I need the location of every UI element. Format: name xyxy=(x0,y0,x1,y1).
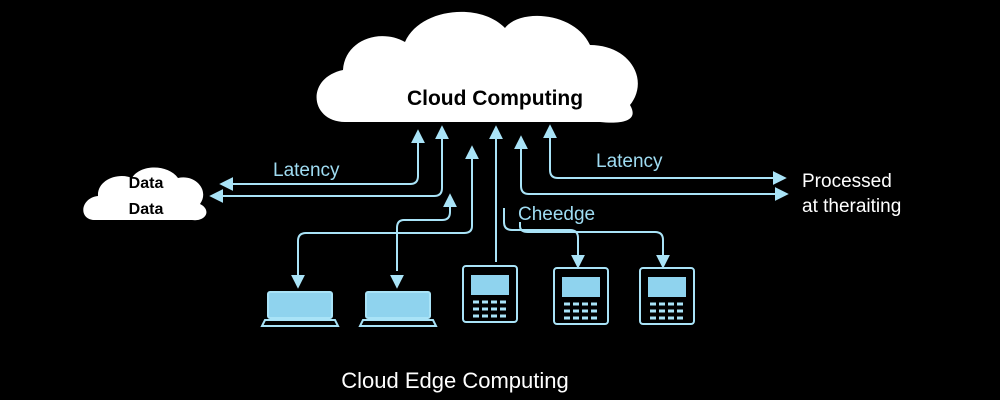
flow-lines xyxy=(209,124,789,289)
main-cloud-icon xyxy=(316,11,638,123)
latency-right-arrow xyxy=(543,124,787,185)
server2-arrow xyxy=(503,208,585,269)
right-lower-arrow xyxy=(514,135,789,201)
footer-title: Cloud Edge Computing xyxy=(341,368,568,393)
laptop-icon xyxy=(260,291,340,327)
latency-left-label: Latency xyxy=(273,160,340,181)
server-icon xyxy=(639,267,695,325)
server3-arrow xyxy=(519,222,670,269)
cheedge-label: Cheedge xyxy=(518,204,595,225)
laptop1-arrow xyxy=(291,145,479,289)
data-cloud-label-1: Data xyxy=(129,175,164,192)
processed-label-1: Processed xyxy=(802,171,892,192)
data-cloud-icon xyxy=(83,167,207,221)
processed-label-2: at theraiting xyxy=(802,196,901,217)
server-icon xyxy=(462,265,518,323)
laptop2-arrow xyxy=(396,193,457,265)
server-icon xyxy=(553,267,609,325)
laptop-icon xyxy=(358,291,438,327)
cloud-title: Cloud Computing xyxy=(407,87,583,110)
data-cloud-label-2: Data xyxy=(129,201,164,218)
latency-right-label: Latency xyxy=(596,151,663,172)
